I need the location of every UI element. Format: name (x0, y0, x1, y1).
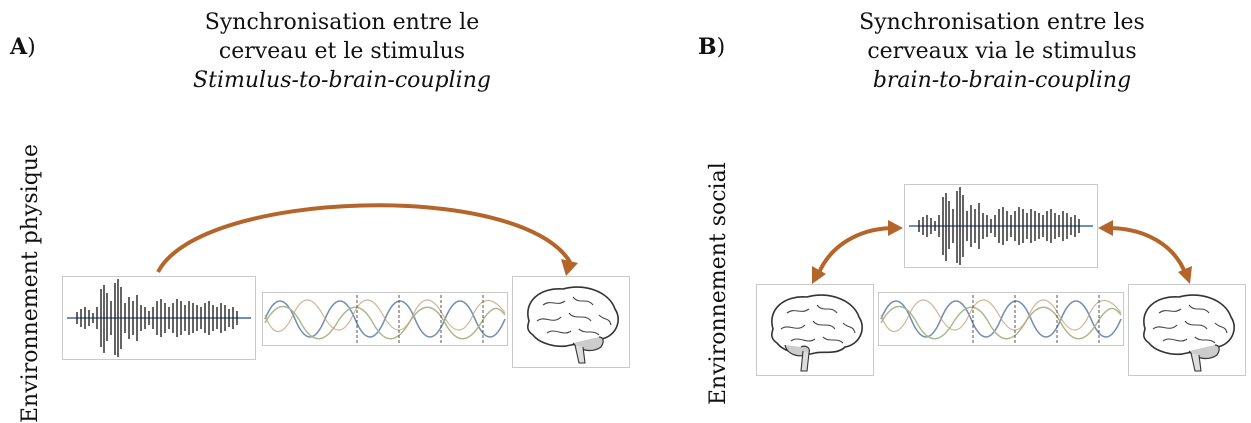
panel-b-brain-left-image (756, 284, 874, 376)
panel-a-brain-image (512, 276, 630, 368)
panel-a-side-label: Environnement physique (18, 144, 43, 423)
panel-a-oscillation-image (262, 292, 508, 346)
panel-a-waveform-image (62, 276, 256, 360)
panel-a-arrow-head (561, 259, 578, 276)
panel-b-paren: ) (716, 35, 726, 60)
panel-b-arrow-right-head-end (1178, 266, 1192, 284)
panel-b-label: B) (698, 34, 725, 60)
brain-icon (527, 286, 619, 364)
waveform-icon (909, 187, 1093, 265)
brain-icon (1143, 294, 1235, 372)
panel-b-title: Synchronisation entre les cerveaux via l… (812, 8, 1192, 95)
panel-a-title: Synchronisation entre le cerveau et le s… (152, 8, 532, 95)
panel-a-title-line2: cerveau et le stimulus (218, 39, 466, 64)
panel-a-title-italic: Stimulus-to-brain-coupling (193, 68, 491, 93)
panel-b-waveform-image (904, 184, 1098, 268)
panel-a-title-line1: Synchronisation entre le (204, 10, 480, 35)
panel-b-brain-right-image (1128, 284, 1246, 376)
panel-b-letter: B (698, 34, 717, 60)
panel-b-arrow-left-head-start (812, 266, 826, 284)
panel-b-arrow-right-head-start (1098, 220, 1113, 236)
oscillation-icon (264, 295, 506, 343)
panel-a-arrow-curve (156, 203, 572, 273)
panel-a-letter: A (10, 34, 28, 60)
panel-b-title-line2: cerveaux via le stimulus (867, 39, 1137, 64)
oscillation-icon (880, 295, 1122, 343)
brain-icon (771, 294, 863, 372)
panel-b-side-label: Environnement social (706, 162, 731, 405)
panel-a-paren: ) (27, 35, 36, 60)
panel-b-arrow-left (816, 226, 895, 276)
panel-b-title-italic: brain-to-brain-coupling (872, 68, 1132, 93)
waveform-icon (67, 279, 251, 357)
panel-b-title-line1: Synchronisation entre les (859, 10, 1145, 35)
panel-b-oscillation-image (878, 292, 1124, 346)
panel-b-arrow-right (1107, 226, 1188, 276)
panel-a-label: A) (10, 34, 36, 60)
panel-b-arrow-left-head-end (888, 220, 903, 236)
